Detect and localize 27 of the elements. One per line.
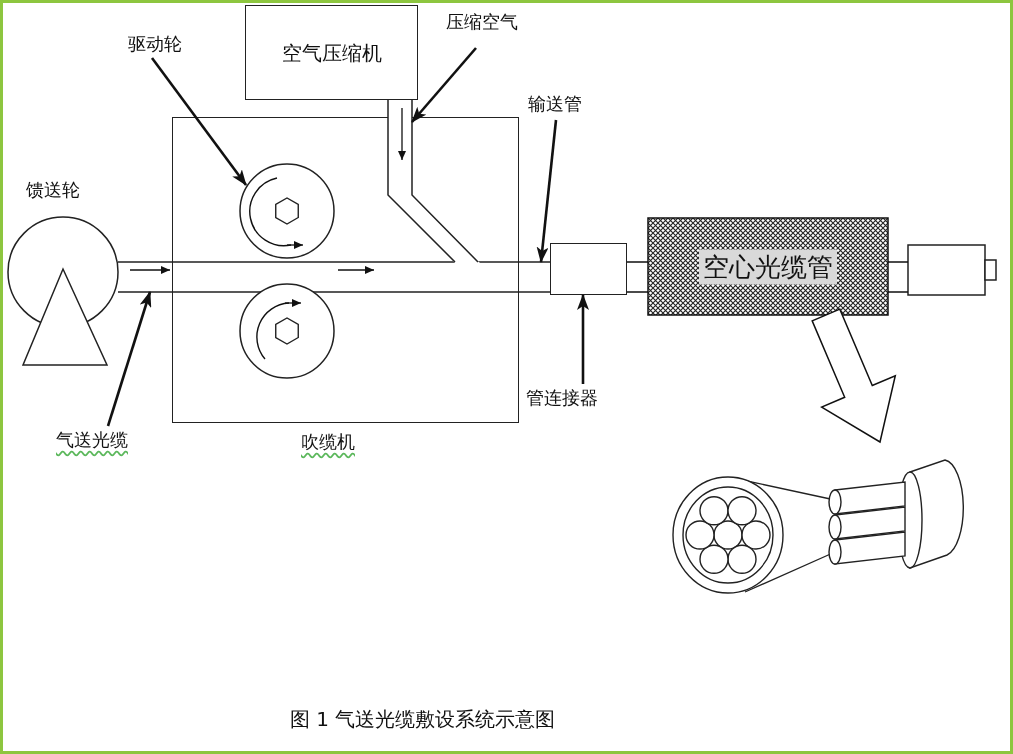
leader-line [536,119,558,263]
figure-caption: 图 1 气送光缆敷设系统示意图 [290,706,556,733]
drive-wheel [239,283,335,379]
conveying-pipe [118,262,550,292]
part-label: 输送管 [528,90,600,118]
drive-wheel [239,163,335,259]
tube-segment [887,261,909,293]
part-label: 馈送轮 [26,176,98,204]
compressor-box [245,5,418,100]
block-arrow [811,308,897,444]
leader-line [411,47,477,123]
feed-wheel-drawing [5,214,121,368]
leader-line [150,57,248,186]
node-label: 空气压缩机 [281,39,382,66]
part-label: 驱动轮 [128,30,198,58]
pipe-connector [550,243,627,295]
part-label: 管连接器 [526,384,622,412]
node-label: 空心光缆管 [699,249,837,284]
hatched-tube [648,218,888,315]
tube-segment [626,261,649,293]
part-label: 气送光缆 [56,426,152,454]
leader-line [577,294,589,384]
part-label: 压缩空气 [446,8,542,36]
leader-line [106,291,152,427]
air-duct [386,100,480,264]
node-label: 吹缆机 [301,430,355,454]
end-cap [908,245,998,295]
